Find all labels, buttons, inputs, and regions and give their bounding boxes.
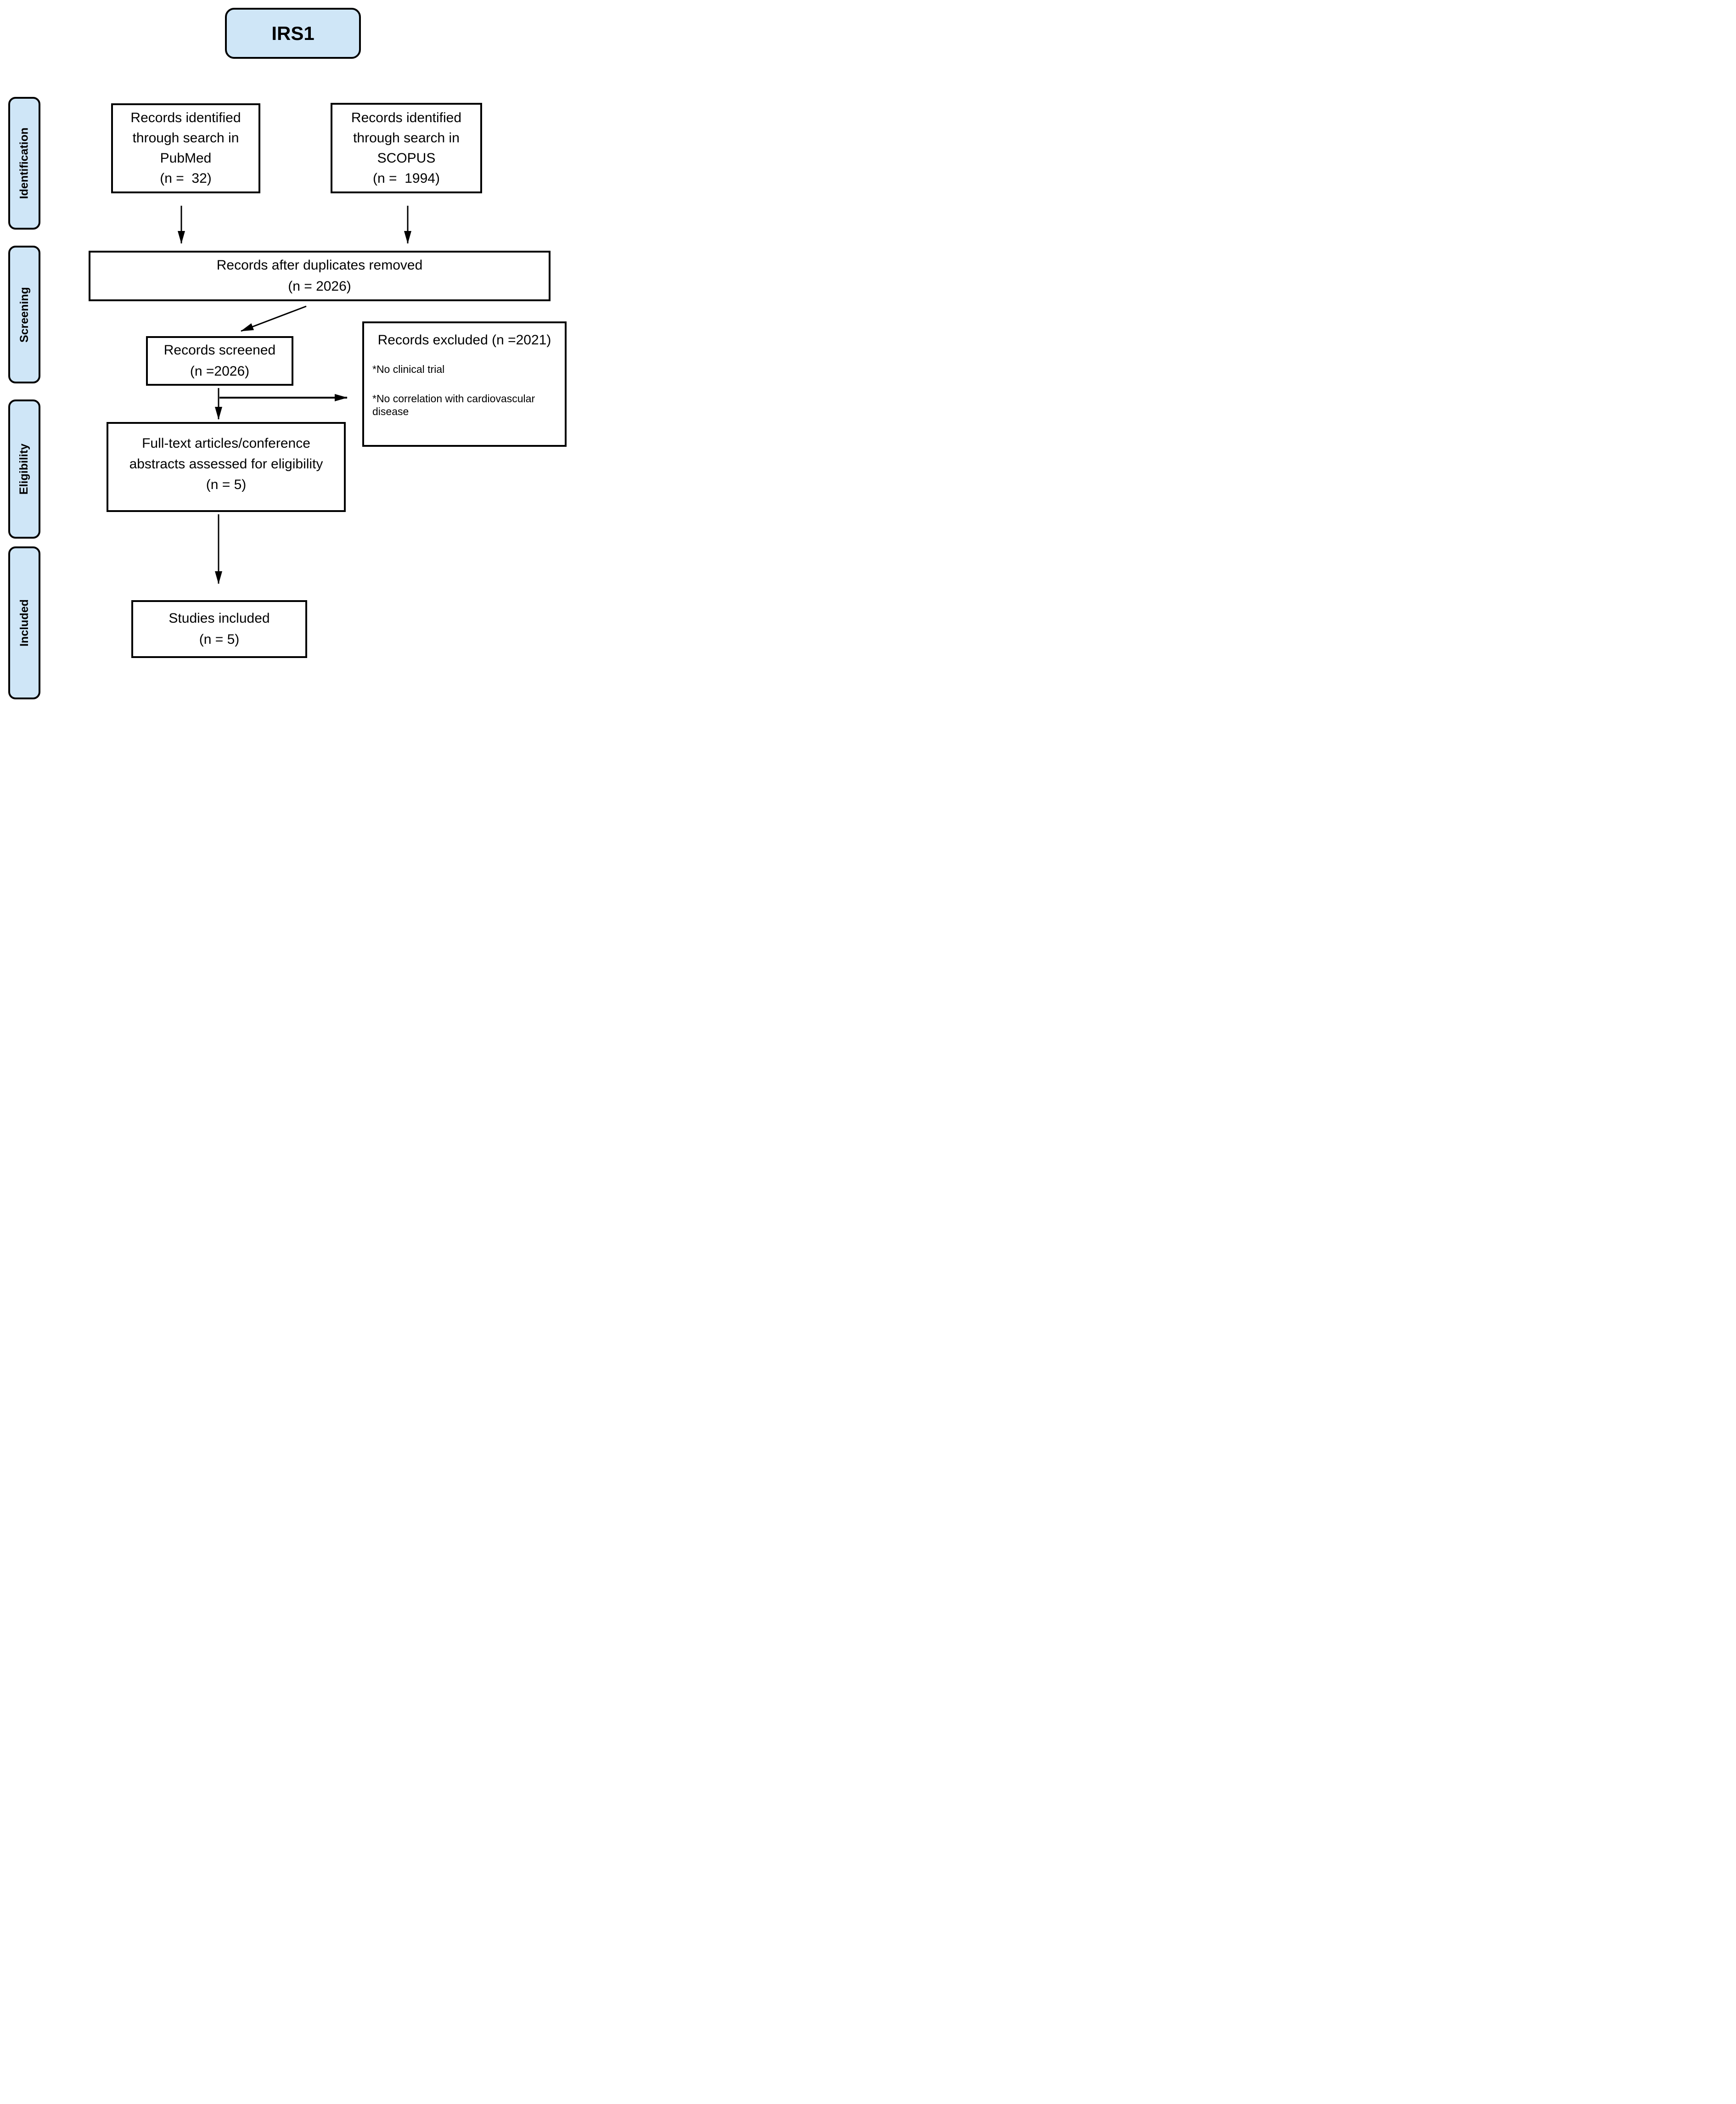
fulltext-assessed-box: Full-text articles/conference abstracts …: [107, 422, 346, 512]
stage-eligibility-label: Eligibility: [17, 443, 31, 495]
scopus-box-text: SCOPUS: [377, 150, 436, 166]
fulltext-box-text: Full-text articles/conference: [142, 436, 310, 451]
pubmed-box-text: PubMed: [160, 151, 212, 166]
fulltext-box-text: abstracts assessed for eligibility: [129, 456, 323, 472]
stage-included: Included: [8, 546, 40, 699]
stage-included-label: Included: [17, 599, 31, 647]
prisma-flow-diagram: IRS1 Identification Screening Eligibilit…: [0, 0, 579, 702]
scopus-box-count: (n = 1994): [373, 170, 440, 186]
pubmed-box-count: (n = 32): [160, 171, 212, 186]
fulltext-box-count: (n = 5): [206, 477, 247, 492]
scopus-box-text: through search in: [353, 130, 460, 146]
records-identified-scopus-box: Records identified through search in SCO…: [331, 103, 482, 193]
studies-included-box: Studies included (n = 5): [131, 600, 307, 658]
stage-screening: Screening: [8, 246, 40, 383]
scopus-box-text: Records identified: [351, 110, 462, 125]
pubmed-box-text: Records identified: [130, 110, 241, 125]
arrow-duplicates-to-screened: [241, 305, 307, 332]
studies-box-text: Studies included: [169, 611, 270, 626]
excluded-reason: *No correlation with cardiovascular dise…: [372, 393, 538, 417]
records-screened-box: Records screened (n =2026): [146, 336, 293, 386]
diagram-title: IRS1: [271, 22, 315, 44]
stage-eligibility: Eligibility: [8, 399, 40, 539]
stage-screening-label: Screening: [17, 287, 31, 343]
pubmed-box-text: through search in: [132, 130, 239, 146]
screened-box-text: Records screened: [163, 343, 276, 358]
records-excluded-box: Records excluded (n =2021) *No clinical …: [362, 321, 567, 447]
stage-identification-label: Identification: [17, 127, 31, 199]
screened-box-count: (n =2026): [190, 364, 250, 379]
duplicates-box-count: (n = 2026): [288, 279, 351, 294]
records-after-duplicates-box: Records after duplicates removed (n = 20…: [89, 251, 551, 301]
studies-box-count: (n = 5): [199, 632, 240, 647]
records-identified-pubmed-box: Records identified through search in Pub…: [111, 103, 260, 193]
duplicates-box-text: Records after duplicates removed: [216, 258, 423, 273]
stage-identification: Identification: [8, 97, 40, 230]
excluded-box-title: Records excluded (n =2021): [377, 332, 551, 348]
excluded-reason: *No clinical trial: [372, 363, 445, 375]
diagram-title-box: IRS1: [225, 8, 361, 59]
